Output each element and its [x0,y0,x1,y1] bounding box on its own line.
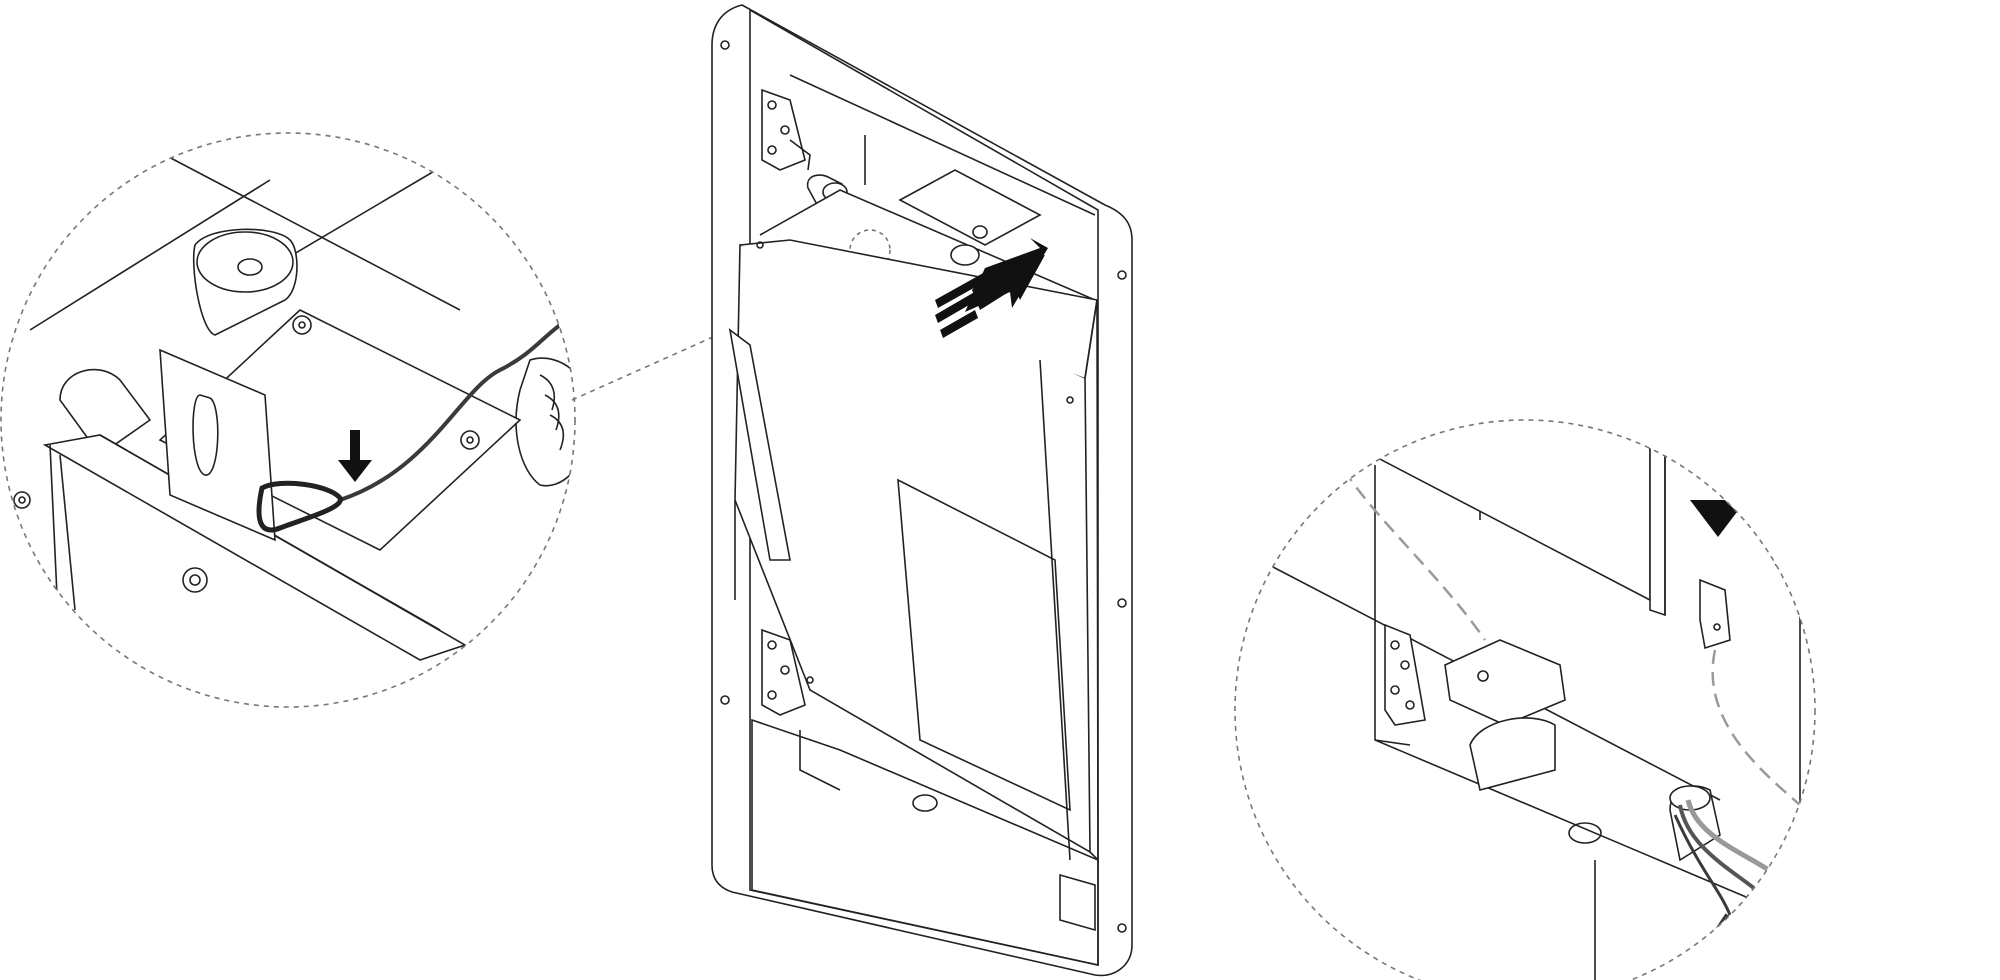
hinge-icon [1384,623,1426,726]
detail-left-panel [0,132,576,708]
screw-icon [1373,443,1383,453]
screw-icon [1117,598,1127,608]
cable-gland-icon [515,357,575,487]
screw-icon [806,676,814,684]
screw-icon [1117,923,1127,933]
screw-icon [460,430,480,450]
slide-arrow [1690,432,1746,537]
cable-gland-icon [1669,785,1721,862]
detail-right-border [1234,419,1816,980]
clip-arrow [338,430,372,482]
push-arrow [935,238,1048,338]
detail-left-border [0,132,576,708]
hidden-cable-route [1711,649,1801,806]
left-detail-artwork [13,149,575,661]
unit-panel-edge [1299,420,1651,602]
screw-icon [756,241,764,249]
carabiner-icon [256,480,343,533]
hinge-icon [761,628,806,716]
screw-icon [720,40,730,50]
cable-gland-icon [950,225,988,266]
screw-icon [1477,670,1489,682]
screw-icon [182,567,208,593]
screw-icon [1117,270,1127,280]
pipe-icon [1769,443,1815,516]
pipe-icon [1769,493,1815,566]
detail-marker [849,229,891,271]
cable-gland-icon [192,228,298,336]
screw-icon [13,491,31,509]
screw-icon [720,695,730,705]
screw-icon [292,315,312,335]
unit-inner-panel [897,478,1071,812]
main-unit-panel [711,4,1133,977]
screw-icon [1066,396,1074,404]
right-detail-artwork [1249,420,1815,980]
detail-right-panel [1234,419,1816,980]
hinge-icon [761,88,811,171]
